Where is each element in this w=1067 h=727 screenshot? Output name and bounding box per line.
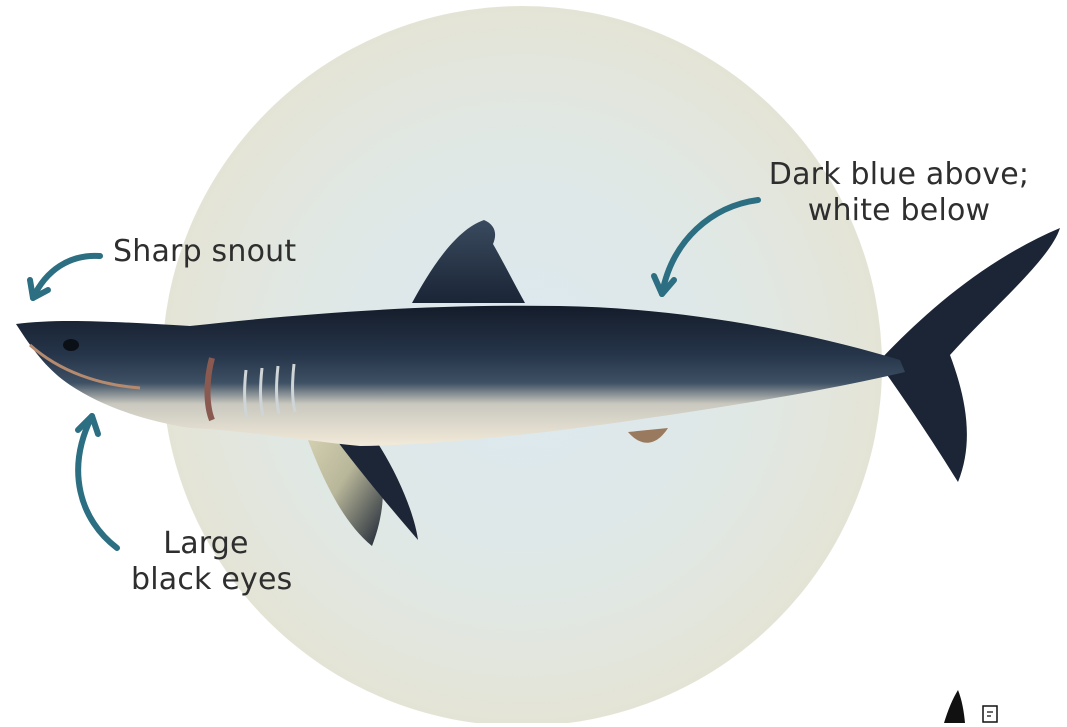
- label-eyes-line1: Large: [131, 526, 281, 562]
- label-sharp-snout: Sharp snout: [113, 234, 296, 270]
- label-color-line1: Dark blue above;: [768, 157, 1030, 193]
- label-large-black-eyes: Large black eyes: [131, 526, 281, 598]
- eye: [63, 339, 79, 351]
- tail-fin: [880, 228, 1060, 482]
- shark-fin-logo-icon: [944, 690, 997, 723]
- label-eyes-line2: black eyes: [131, 562, 281, 598]
- label-coloration: Dark blue above; white below: [768, 157, 1030, 229]
- label-snout-text: Sharp snout: [113, 234, 296, 270]
- label-color-line2: white below: [768, 193, 1030, 229]
